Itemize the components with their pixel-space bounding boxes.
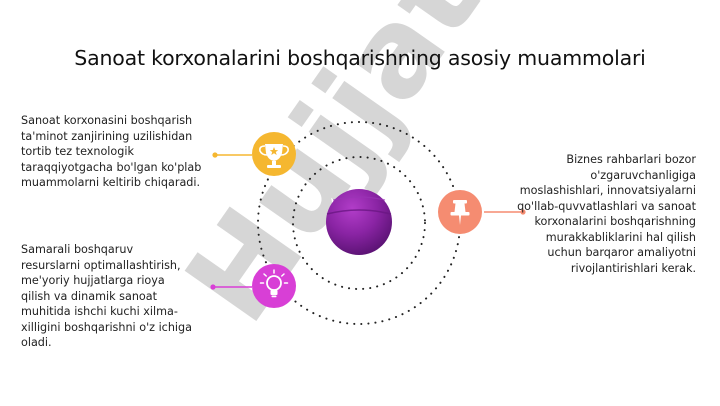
- connector-left-top: [212, 152, 252, 158]
- inner-orbit: [292, 156, 426, 290]
- trophy-icon: [259, 144, 289, 168]
- node-trophy: [252, 132, 296, 176]
- lightbulb-icon: [259, 269, 289, 298]
- node-pushpin: [438, 190, 482, 234]
- pushpin-icon: [450, 200, 470, 225]
- page-title: Sanoat korxonalarini boshqarishning asos…: [74, 46, 646, 70]
- central-sphere: [326, 189, 392, 255]
- node-lightbulb: [252, 264, 296, 308]
- connector-left-bottom: [210, 284, 252, 290]
- connector-right: [484, 209, 526, 215]
- text-lightbulb: Samarali boshqaruv resurslarni optimalla…: [21, 243, 192, 349]
- text-trophy: Sanoat korxonasini boshqarish ta'minot z…: [21, 114, 202, 189]
- text-pushpin: Biznes rahbarlari bozor o'zgaruvchanligi…: [517, 153, 696, 275]
